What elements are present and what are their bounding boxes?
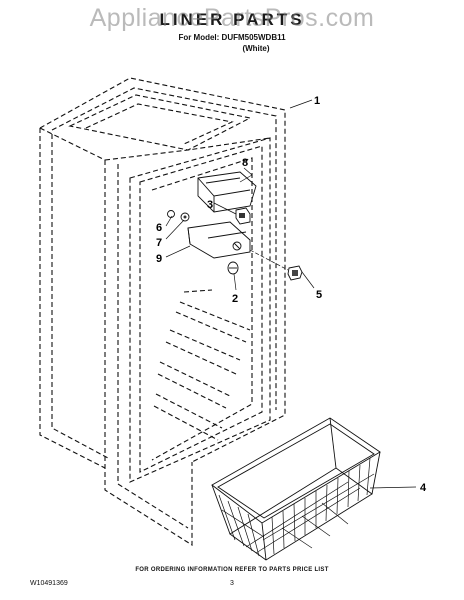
callout-5: 5: [316, 289, 322, 301]
callout-2: 2: [232, 293, 238, 305]
part-9-housing: [187, 221, 251, 259]
callout-6: 6: [156, 222, 162, 234]
callout-8: 8: [242, 157, 248, 169]
page-title: LINER PARTS: [159, 10, 305, 29]
model-line: For Model: DUFM505WDB11: [178, 33, 286, 42]
callouts: 1 2 3 4 5 6 7 8 9: [156, 95, 427, 494]
part-4-basket: [211, 417, 381, 561]
shelf-ribs: [153, 289, 251, 441]
part-8-cover: [197, 171, 257, 213]
callout-3: 3: [207, 199, 213, 211]
callout-4: 4: [420, 482, 427, 494]
part-3-connector: [235, 207, 251, 225]
parts-6-7-screws: [167, 210, 190, 222]
part-2-bulb: [227, 261, 239, 275]
callout-1: 1: [314, 95, 320, 107]
ordering-note: FOR ORDERING INFORMATION REFER TO PARTS …: [135, 567, 329, 573]
liner-cabinet: [39, 77, 286, 546]
part-5-clip: [287, 265, 303, 281]
callout-9: 9: [156, 253, 162, 265]
leader-lines: [165, 99, 417, 489]
callout-7: 7: [156, 237, 162, 249]
document-number: W10491369: [30, 580, 68, 587]
page-number: 3: [230, 580, 234, 587]
variant-label: (White): [242, 44, 270, 53]
